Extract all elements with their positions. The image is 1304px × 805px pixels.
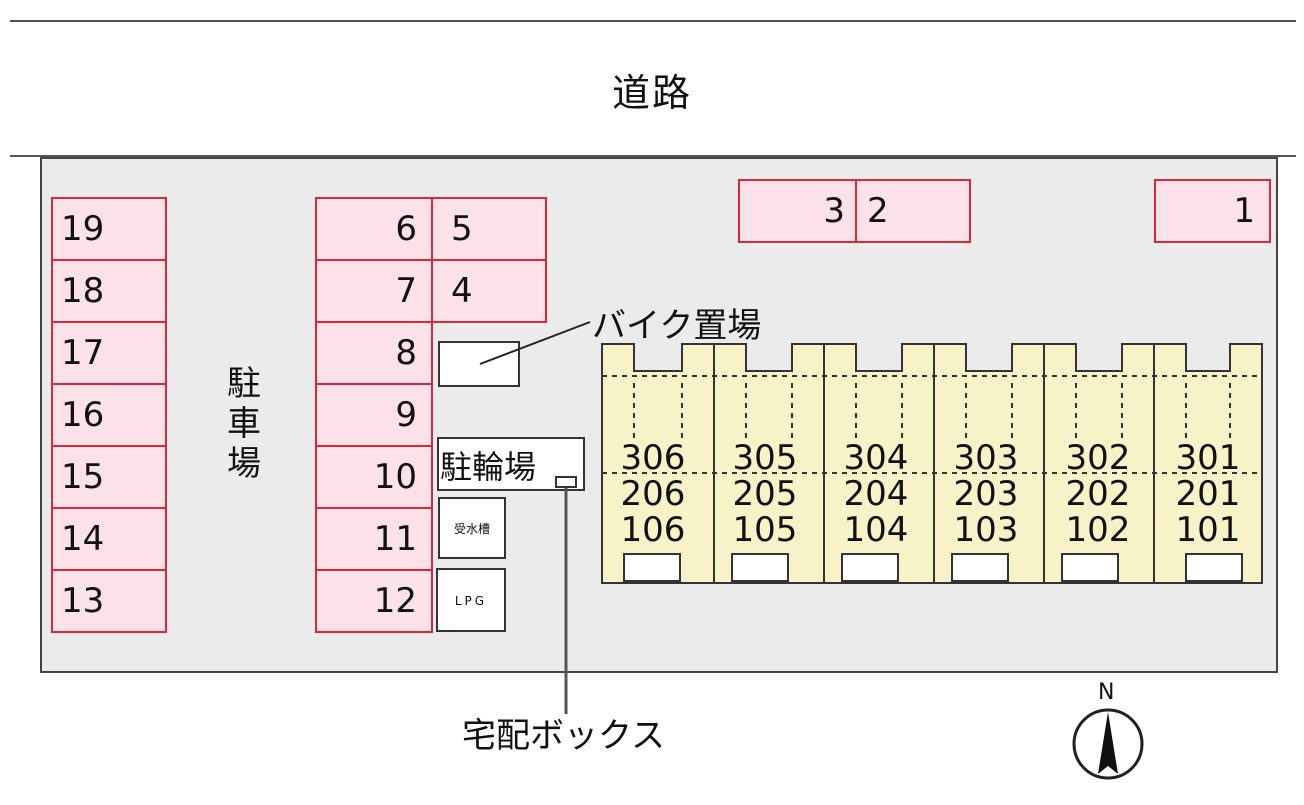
space-number: 14 — [61, 519, 105, 559]
space-number: 19 — [61, 209, 105, 249]
parking-space[interactable]: 16 — [51, 383, 167, 447]
space-number: 6 — [395, 209, 417, 249]
parking-space[interactable]: 1 — [1154, 179, 1271, 243]
unit-number[interactable]: 301 — [1175, 438, 1241, 478]
lpg-storage — [436, 568, 506, 632]
parking-space[interactable]: 7 — [315, 259, 433, 323]
parking-space[interactable]: 13 — [51, 569, 167, 633]
space-number: 1 — [1233, 191, 1255, 231]
parking-area-label: 駐車場 — [227, 364, 261, 484]
space-number: 17 — [61, 333, 105, 373]
parking-space[interactable]: 9 — [315, 383, 433, 447]
unit-number[interactable]: 302 — [1065, 438, 1131, 478]
unit-column: 301 201 101 — [1163, 440, 1253, 548]
space-number: 2 — [867, 191, 889, 231]
unit-column: 303 203 103 — [941, 440, 1031, 548]
unit-column: 302 202 102 — [1053, 440, 1143, 548]
compass-north-label: N — [1098, 680, 1115, 705]
parking-space[interactable]: 18 — [51, 259, 167, 323]
road-bottom-line — [10, 155, 1296, 157]
space-number: 15 — [61, 457, 105, 497]
space-number: 5 — [451, 209, 473, 249]
unit-number[interactable]: 101 — [1175, 510, 1241, 550]
space-number: 9 — [395, 395, 417, 435]
space-number: 13 — [61, 581, 105, 621]
unit-number[interactable]: 202 — [1065, 474, 1131, 514]
road-label: 道路 — [611, 71, 692, 115]
unit-number[interactable]: 203 — [953, 474, 1019, 514]
unit-column: 304 204 104 — [831, 440, 921, 548]
bike-parking-label: バイク置場 — [592, 306, 762, 346]
bicycle-parking-label: 駐輪場 — [440, 448, 537, 486]
delivery-box-marker — [555, 476, 577, 488]
unit-number[interactable]: 305 — [732, 438, 798, 478]
unit-number[interactable]: 201 — [1175, 474, 1241, 514]
parking-space[interactable]: 3 — [738, 179, 857, 243]
lpg-label: LPG — [454, 594, 488, 608]
unit-number[interactable]: 205 — [732, 474, 798, 514]
unit-number[interactable]: 104 — [843, 510, 909, 550]
water-tank-label: 受水槽 — [453, 522, 490, 536]
unit-number[interactable]: 303 — [953, 438, 1019, 478]
space-number: 18 — [61, 271, 105, 311]
bike-parking-area — [438, 341, 520, 387]
parking-space[interactable]: 11 — [315, 507, 433, 571]
parking-space[interactable]: 5 — [431, 197, 547, 261]
unit-number[interactable]: 206 — [620, 474, 686, 514]
water-tank — [438, 497, 506, 559]
north-arrow-icon — [1072, 708, 1144, 780]
parking-space[interactable]: 14 — [51, 507, 167, 571]
unit-column: 305 205 105 — [720, 440, 810, 548]
unit-number[interactable]: 106 — [620, 510, 686, 550]
unit-number[interactable]: 105 — [732, 510, 798, 550]
parking-space[interactable]: 19 — [51, 197, 167, 261]
unit-number[interactable]: 304 — [843, 438, 909, 478]
unit-number[interactable]: 102 — [1065, 510, 1131, 550]
parking-space[interactable]: 12 — [315, 569, 433, 633]
space-number: 4 — [451, 271, 473, 311]
unit-column: 306 206 106 — [608, 440, 698, 548]
bicycle-parking-area — [437, 437, 585, 491]
delivery-box-label: 宅配ボックス — [462, 716, 665, 756]
space-number: 12 — [373, 581, 417, 621]
apartment-building — [601, 343, 1263, 584]
parking-space[interactable]: 4 — [431, 259, 547, 323]
unit-number[interactable]: 204 — [843, 474, 909, 514]
parking-space[interactable]: 2 — [855, 179, 971, 243]
unit-number[interactable]: 306 — [620, 438, 686, 478]
space-number: 16 — [61, 395, 105, 435]
road-top-line — [10, 20, 1296, 22]
space-number: 8 — [395, 333, 417, 373]
space-number: 3 — [823, 191, 845, 231]
space-number: 11 — [373, 519, 417, 559]
parking-space[interactable]: 17 — [51, 321, 167, 385]
space-number: 7 — [395, 271, 417, 311]
space-number: 10 — [373, 457, 417, 497]
unit-number[interactable]: 103 — [953, 510, 1019, 550]
